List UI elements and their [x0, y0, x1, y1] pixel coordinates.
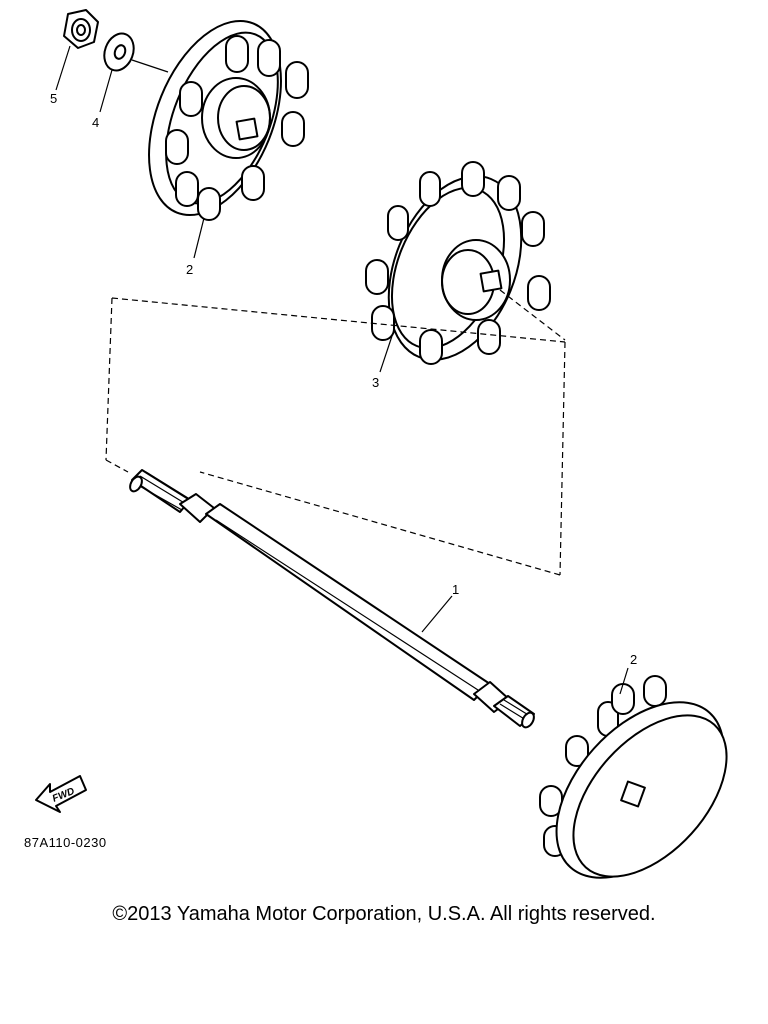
- copyright-notice: ©2013 Yamaha Motor Corporation, U.S.A. A…: [112, 903, 656, 925]
- sprocket-bottom-part: [539, 675, 728, 879]
- figure-code: 87A110-0230: [24, 835, 107, 850]
- callout-sprocket-top: 2: [186, 262, 193, 277]
- sprocket-top-part: [148, 19, 309, 221]
- sprocket-center-part: [365, 161, 551, 365]
- callout-shaft: 1: [452, 582, 459, 597]
- callout-sprocket-center: 3: [372, 375, 379, 390]
- assembly-guide-lines: [105, 289, 566, 576]
- fwd-arrow-icon: FWD: [35, 775, 87, 813]
- nut-part: [63, 9, 99, 49]
- callout-nut: 5: [50, 91, 57, 106]
- callout-sprocket-bottom: 2: [630, 652, 637, 667]
- callout-washer: 4: [92, 115, 99, 130]
- washer-part: [103, 32, 135, 72]
- shaft-part: [129, 469, 535, 729]
- exploded-parts-diagram: 5 4 2: [35, 9, 728, 879]
